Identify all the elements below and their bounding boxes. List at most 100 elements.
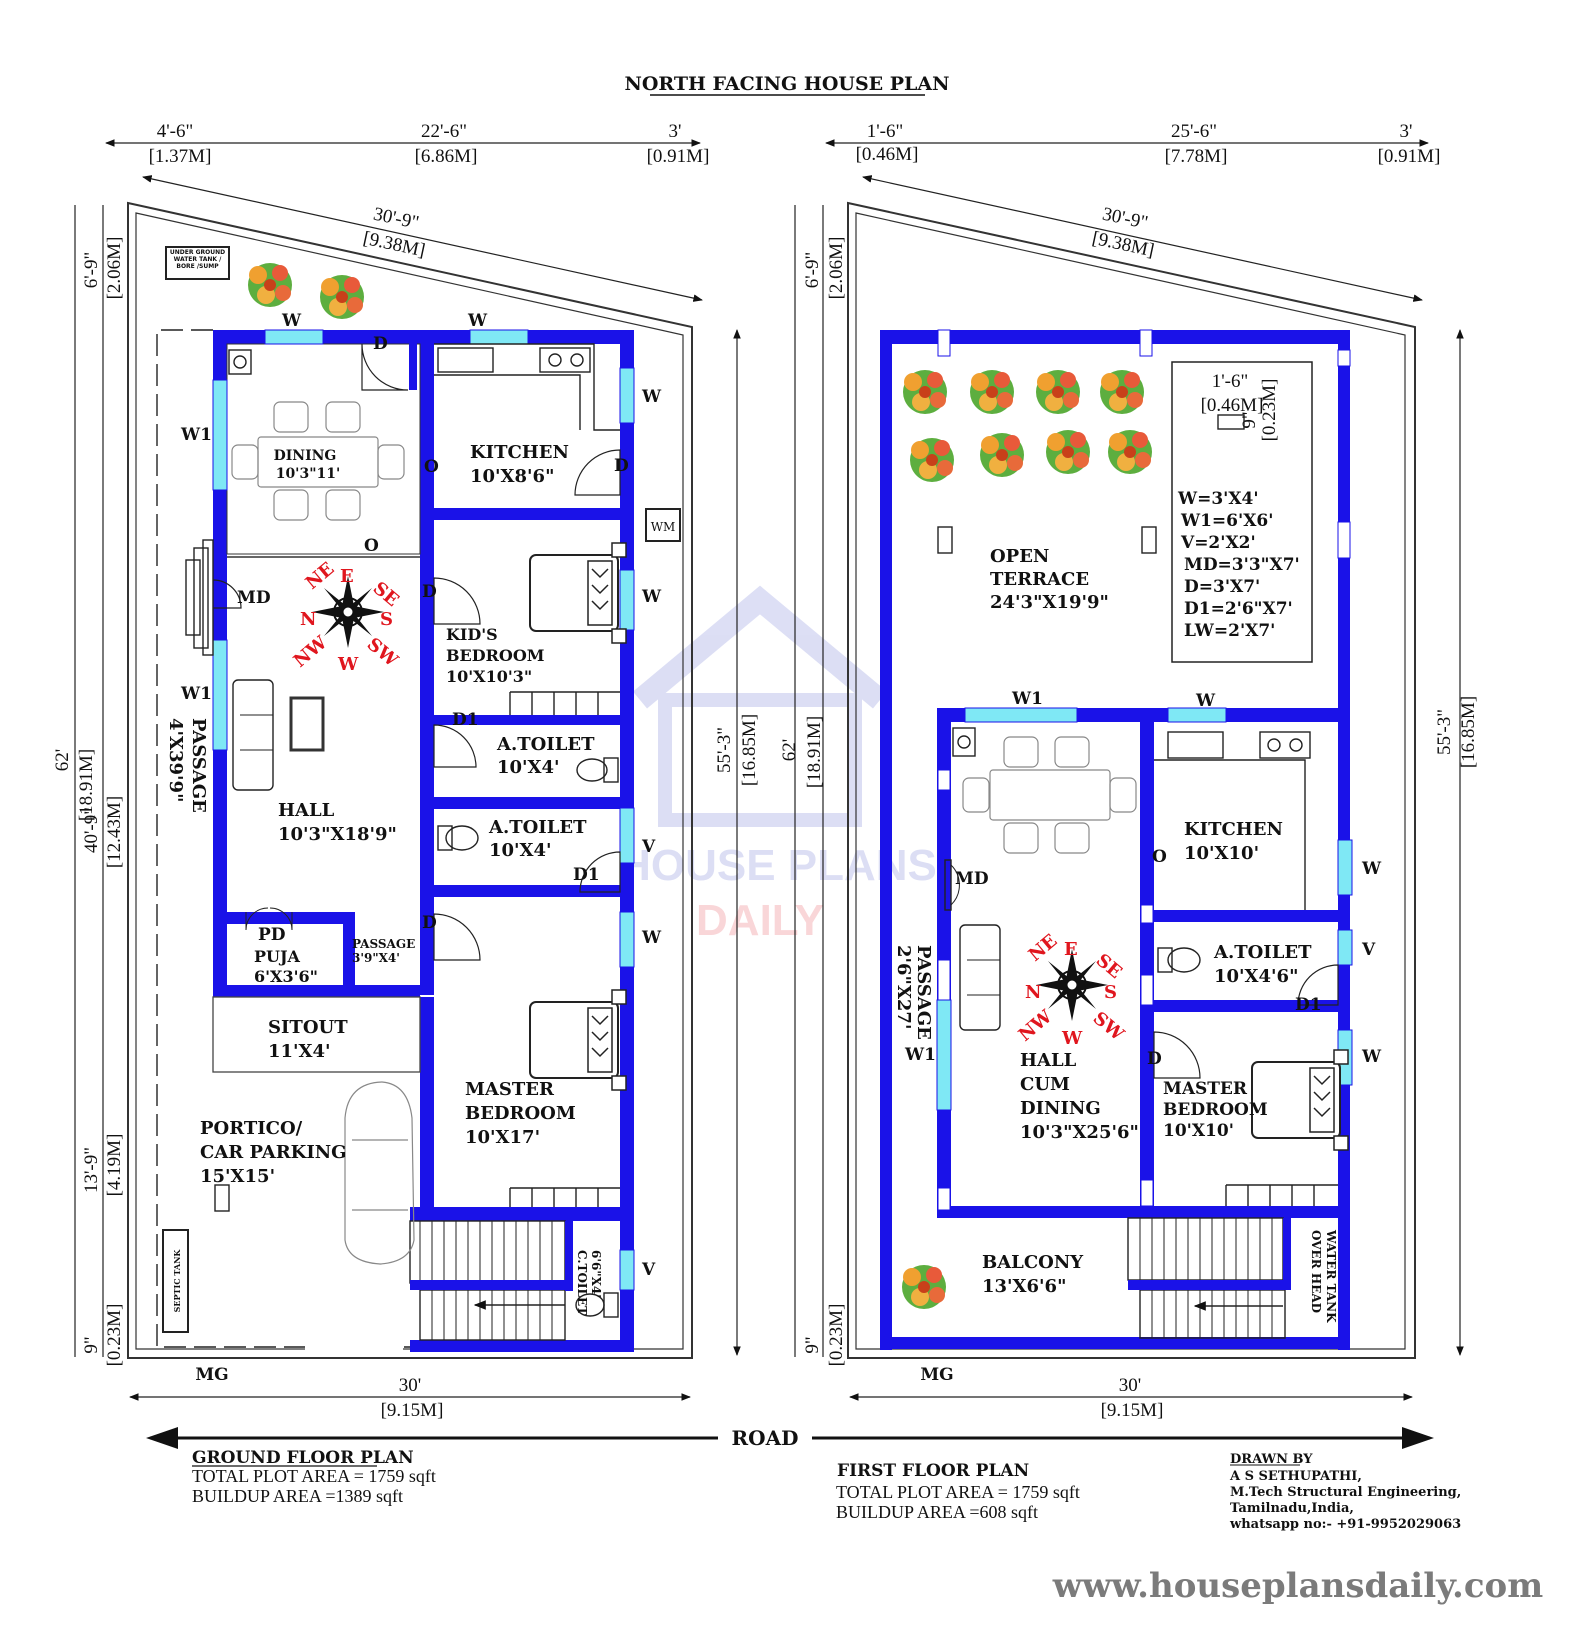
gf-tag-w-5: W [641,928,662,948]
ff-slant-dim-m: [9.38M] [1090,228,1156,262]
gf-tag-d1-1: D1 [452,710,479,730]
gf-ctoilet-size: 6'6"X4' [589,1250,603,1298]
ff-kitchen-name: KITCHEN [1184,819,1283,840]
gf-passage-side-size: 4'X39'9" [165,718,186,802]
gf-staircase [409,1220,573,1341]
gf-left-seg2-m: [12.43M] [104,796,125,868]
ff-sink-icon [1167,731,1224,759]
gf-puja-name: PUJA [254,947,301,966]
gf-left-seg4-m: [0.23M] [104,1304,125,1367]
gf-master-name: MASTER [465,1079,555,1100]
ff-compass-n: N [1025,982,1041,1003]
ff-master-name: MASTER [1163,1079,1248,1099]
ff-schedule-1: W1=6'X6' [1180,511,1273,531]
ff-left-total-ft: 62' [779,739,800,761]
gf-left-total-m: [18.91M] [76,749,97,821]
ff-right-dim-ft: 55'-3" [1434,709,1455,755]
gf-tag-d-1: D [373,334,388,354]
gf-tag-w1-2: W1 [180,684,212,704]
gf-kids-size: 10'X10'3" [446,667,532,686]
gf-tag-d-4: D [422,913,437,933]
gf-toilet1-size: 10'X4' [497,757,560,778]
gf-tag-v-2: V [641,1260,656,1280]
gf-dining-size: 10'3"11' [276,466,341,482]
watermark-line2: DAILY [696,896,824,945]
gf-tag-d-2: D [614,456,629,476]
ground-floor-plan: 4'-6" [1.37M] 22'-6" [6.86M] 3' [0.91M] … [52,121,760,1421]
first-floor-plan: 1'-6" [0.46M] 25'-6" [7.78M] 3' [0.91M] … [779,121,1479,1421]
gf-left-seg1-m: [2.06M] [104,237,125,300]
gf-passage-small-name: PASSAGE [352,937,415,951]
gf-right-dim-m: [16.85M] [739,714,760,786]
gf-compass-se: SE [369,578,403,611]
ff-balcony-name: BALCONY [982,1252,1084,1273]
gf-sitout-name: SITOUT [268,1017,348,1038]
ff-staircase [1127,1217,1291,1339]
gf-sink-icon [437,347,494,373]
ff-balcony-size: 13'X6'6" [982,1276,1066,1297]
gf-compass-sw: SW [363,634,403,672]
ff-compass-ne: NE [1025,930,1062,965]
ff-schedule-2: V=2'X2' [1180,533,1256,553]
ff-ohtank-name2: WATER TANK [1324,1229,1338,1323]
ff-schedule-box [1171,361,1313,663]
ff-tag-w-3: W [1361,1047,1382,1067]
road-label: ROAD [732,1426,799,1450]
ff-top-dim-1-m: [0.46M] [856,144,919,165]
gf-hall-name: HALL [278,800,335,821]
gf-sofa-icon [232,679,325,791]
ff-schedule-6: LW=2'X7' [1184,621,1275,641]
ff-hall-name2: CUM [1020,1074,1070,1095]
ff-tag-d1: D1 [1295,995,1322,1015]
gf-washbasin-icon [228,349,252,375]
ff-top-dim-2-m: [7.78M] [1165,146,1228,167]
ff-master-name2: BEDROOM [1163,1100,1268,1120]
gf-tag-w-3: W [641,387,662,407]
ff-hall-name3: DINING [1020,1098,1101,1119]
ff-box-dim2-ft: 9" [1239,411,1260,428]
ff-compass-w: W [1061,1028,1083,1049]
ff-wc-icon [1157,947,1201,973]
gf-compass-n: N [300,609,316,630]
ff-left-total-m: [18.91M] [804,716,825,788]
gf-sitout-size: 11'X4' [268,1041,331,1062]
credits-heading: DRAWN BY [1230,1452,1313,1467]
ff-top-dim-3-m: [0.91M] [1378,146,1441,167]
ff-hall-name: HALL [1020,1050,1077,1071]
credits-place: Tamilnadu,India, [1230,1501,1354,1516]
ff-washbasin-icon [952,727,976,757]
gf-tank-label: UNDER GROUND WATER TANK / BORE /SUMP [169,249,226,270]
gf-passage-small-size: 3'9"X4' [352,951,400,965]
gf-portico-size: 15'X15' [200,1166,275,1187]
gf-tag-w-1: W [281,311,302,331]
ff-box-dim1-ft: 1'-6" [1212,371,1249,392]
ff-mg-label: MG [920,1365,953,1385]
ff-compass-nw: NW [1015,1006,1057,1046]
ff-tag-d: D [1147,1049,1162,1069]
gf-left-seg4-ft: 9" [81,1336,102,1353]
gf-top-dim-3-ft: 3' [669,121,682,142]
ff-compass-se: SE [1092,950,1126,983]
ff-top-dim-2-ft: 25'-6" [1171,121,1217,142]
gf-compass-w: W [337,654,359,675]
ff-terrace-name: OPEN [990,546,1049,567]
website-link[interactable]: www.houseplansdaily.com [1052,1566,1543,1606]
credits-degree: M.Tech Structural Engineering, [1230,1485,1461,1500]
ff-terrace-name2: TERRACE [990,569,1089,590]
ff-tag-w1-2: W1 [904,1045,936,1065]
ff-hall-size: 10'3"X25'6" [1020,1122,1139,1143]
ff-bottom-dim-m: [9.15M] [1101,1400,1164,1421]
ff-dining-table [962,736,1137,854]
ff-schedule-5: D1=2'6"X7' [1184,599,1293,619]
gf-left-seg3-m: [4.19M] [104,1134,125,1197]
gf-tag-w1-1: W1 [180,425,212,445]
gf-stove-icon [539,347,591,373]
ff-sofa-icon [959,924,1001,1031]
credits-contact: whatsapp no:- +91-9952029063 [1229,1517,1461,1532]
gf-left-seg1-ft: 6'-9" [81,252,102,289]
gf-top-dim-2-ft: 22'-6" [421,121,467,142]
gf-compass-s: S [380,609,393,630]
gf-top-dim-3-m: [0.91M] [647,146,710,167]
gf-top-dim-1-m: [1.37M] [149,146,212,167]
